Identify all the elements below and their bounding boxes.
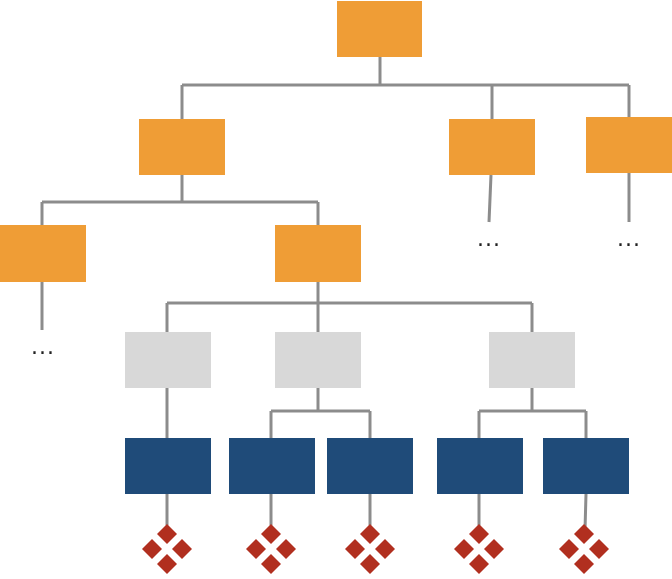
red-diamond-icon	[261, 524, 281, 544]
red-diamond-icon	[469, 554, 489, 574]
node-navy-2	[229, 438, 315, 494]
red-diamond-icon	[276, 539, 296, 559]
red-diamond-icon	[360, 554, 380, 574]
node-navy-4	[437, 438, 523, 494]
connector-navy-5-to-marker	[583, 493, 588, 531]
node-navy-5	[543, 438, 629, 494]
red-diamond-icon	[484, 539, 504, 559]
red-diamond-icon	[345, 539, 365, 559]
red-diamond-icon	[360, 524, 380, 544]
red-diamond-cluster-icon	[559, 524, 609, 574]
red-diamond-icon	[454, 539, 474, 559]
red-diamond-icon	[574, 524, 594, 544]
red-diamond-cluster-icon	[345, 524, 395, 574]
red-diamond-icon	[469, 524, 489, 544]
red-diamond-icon	[559, 539, 579, 559]
node-navy-1	[125, 438, 211, 494]
red-diamond-icon	[172, 539, 192, 559]
node-root	[337, 1, 422, 57]
node-gray-3	[489, 332, 575, 388]
node-c	[586, 117, 672, 173]
red-diamond-icon	[574, 554, 594, 574]
red-diamond-icon	[246, 539, 266, 559]
node-gray-1	[125, 332, 211, 388]
ellipsis-left-branch: ...	[31, 335, 55, 360]
red-diamond-icon	[157, 554, 177, 574]
red-diamond-cluster-icon	[142, 524, 192, 574]
ellipsis-mid-right-branch: ...	[477, 227, 501, 252]
red-diamond-icon	[261, 554, 281, 574]
red-diamond-cluster-icon	[454, 524, 504, 574]
node-gray-2	[275, 332, 361, 388]
red-diamond-cluster-icon	[246, 524, 296, 574]
ellipsis-far-right-branch: ...	[617, 227, 641, 252]
connector-lines	[40, 57, 631, 531]
node-b	[449, 119, 535, 175]
red-diamond-icon	[375, 539, 395, 559]
node-a2	[275, 225, 361, 282]
node-navy-3	[327, 438, 413, 494]
leaf-markers	[142, 524, 609, 574]
red-diamond-icon	[142, 539, 162, 559]
red-diamond-icon	[157, 524, 177, 544]
node-boxes	[0, 1, 672, 494]
node-a1	[0, 225, 86, 282]
node-a	[139, 119, 225, 175]
connector-node-b-tail	[487, 174, 493, 223]
red-diamond-icon	[589, 539, 609, 559]
